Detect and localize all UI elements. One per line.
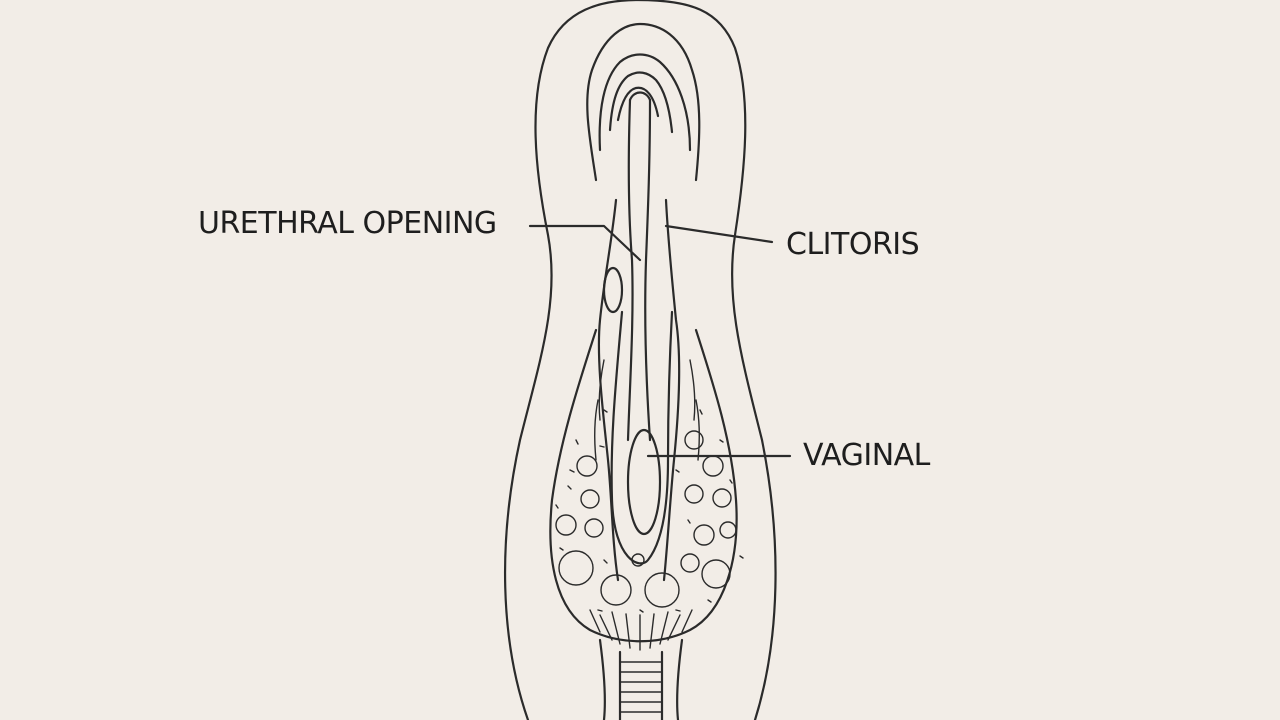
hood-inner [608,71,674,134]
label-urethral-opening: URETHRAL OPENING [198,206,497,241]
hood-outer [586,22,701,182]
label-clitoris: CLITORIS [786,227,920,262]
vaginal-opening [626,428,662,536]
leader-clitoris [664,224,774,244]
hood-fold [616,86,660,122]
label-vaginal: VAGINAL [803,438,930,473]
radial-lines [589,609,693,651]
shaft-tip [628,91,652,102]
canal-rings [619,661,663,713]
leader-urethral-opening [528,224,642,262]
inner-u [610,310,674,565]
central-shaft-left [626,98,634,442]
central-shaft-right [644,98,652,442]
hood-middle [598,53,692,152]
vestibule-outline [549,328,738,643]
outer-outline [503,0,777,720]
urethral-oval [602,266,624,314]
texture-dots [555,409,744,613]
labia-minora-right [662,198,681,582]
lower-canal [598,638,684,720]
gland-circles [555,430,737,608]
